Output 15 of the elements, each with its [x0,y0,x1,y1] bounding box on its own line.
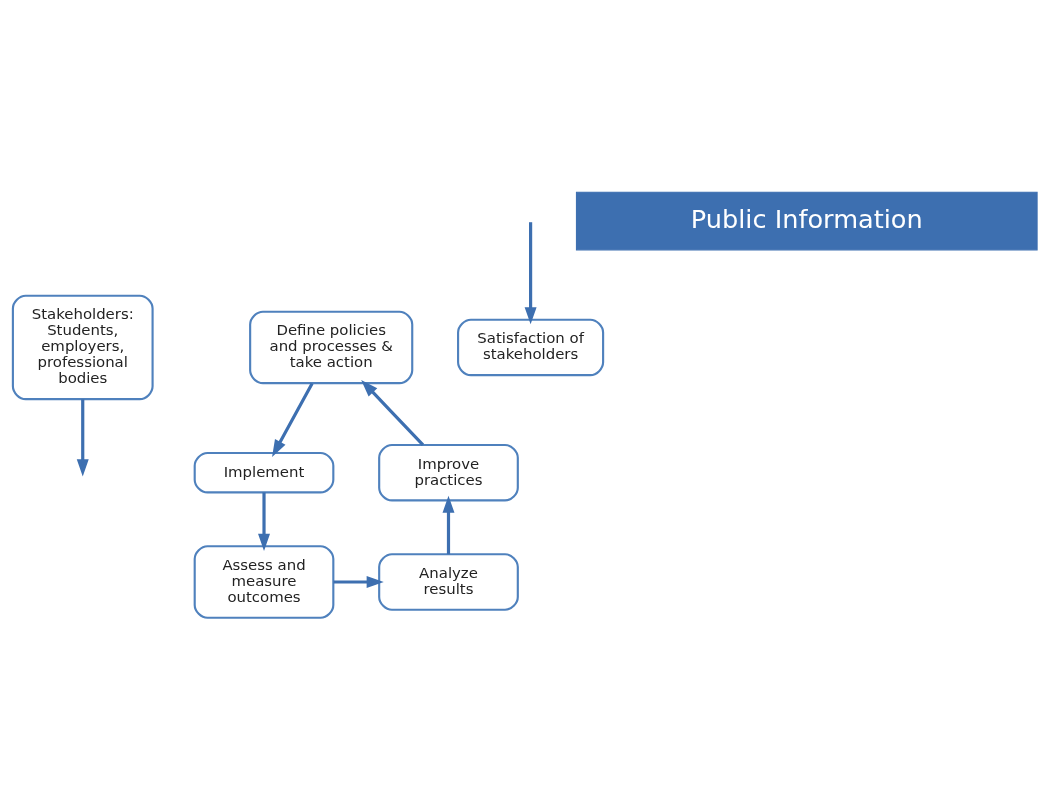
arrow [258,492,270,551]
node-box: Analyze results [378,553,519,611]
arrow [76,399,89,477]
node-box: Define policies and processes & take action [249,310,414,385]
node-box: Stakeholders: Students, employers, professional bodies [11,294,154,401]
arrow [333,576,384,588]
node-box: Implement [193,451,335,494]
node-box: Assess and measure outcomes [193,545,335,619]
node-box: Satisfaction of stakeholders [457,318,605,377]
arrow [442,495,455,555]
arrow [361,379,425,446]
node-box: Improve practices [378,443,519,502]
arrow [524,222,537,325]
node-box: Public Information [575,191,1038,251]
arrow [272,382,314,457]
